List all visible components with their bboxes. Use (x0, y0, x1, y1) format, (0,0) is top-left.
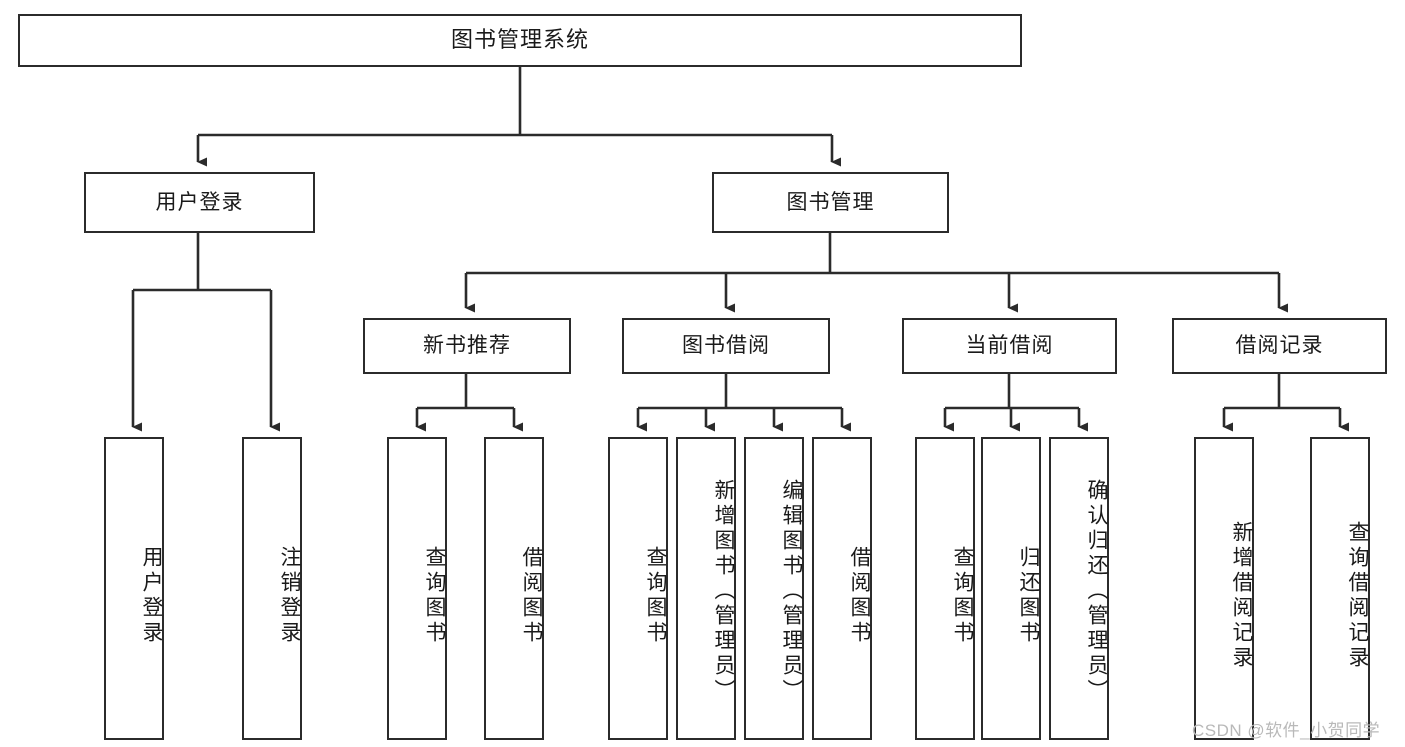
csdn-watermark: CSDN @软件_小贺同学 (1192, 721, 1381, 740)
leaf-logout[interactable]: 注销登录 (242, 437, 302, 740)
leaf-return-book[interactable]: 归还图书 (981, 437, 1041, 740)
leaf-add-borrow-record[interactable]: 新增借阅记录 (1194, 437, 1254, 740)
node-current-borrow[interactable]: 当前借阅 (902, 318, 1117, 374)
leaf-query-book-recommend[interactable]: 查询图书 (387, 437, 447, 740)
leaf-add-book-admin[interactable]: 新增图书（管理员） (676, 437, 736, 740)
node-borrow-record[interactable]: 借阅记录 (1172, 318, 1387, 374)
leaf-borrow-book[interactable]: 借阅图书 (812, 437, 872, 740)
node-new-book-recommend[interactable]: 新书推荐 (363, 318, 571, 374)
node-user-login[interactable]: 用户登录 (84, 172, 315, 233)
node-book-management[interactable]: 图书管理 (712, 172, 949, 233)
leaf-edit-book-admin[interactable]: 编辑图书（管理员） (744, 437, 804, 740)
leaf-borrow-book-recommend[interactable]: 借阅图书 (484, 437, 544, 740)
node-book-borrow[interactable]: 图书借阅 (622, 318, 830, 374)
leaf-confirm-return-admin[interactable]: 确认归还（管理员） (1049, 437, 1109, 740)
leaf-user-login[interactable]: 用户登录 (104, 437, 164, 740)
leaf-query-book-current[interactable]: 查询图书 (915, 437, 975, 740)
leaf-query-book-borrow[interactable]: 查询图书 (608, 437, 668, 740)
leaf-query-borrow-record[interactable]: 查询借阅记录 (1310, 437, 1370, 740)
node-root-system[interactable]: 图书管理系统 (18, 14, 1022, 67)
